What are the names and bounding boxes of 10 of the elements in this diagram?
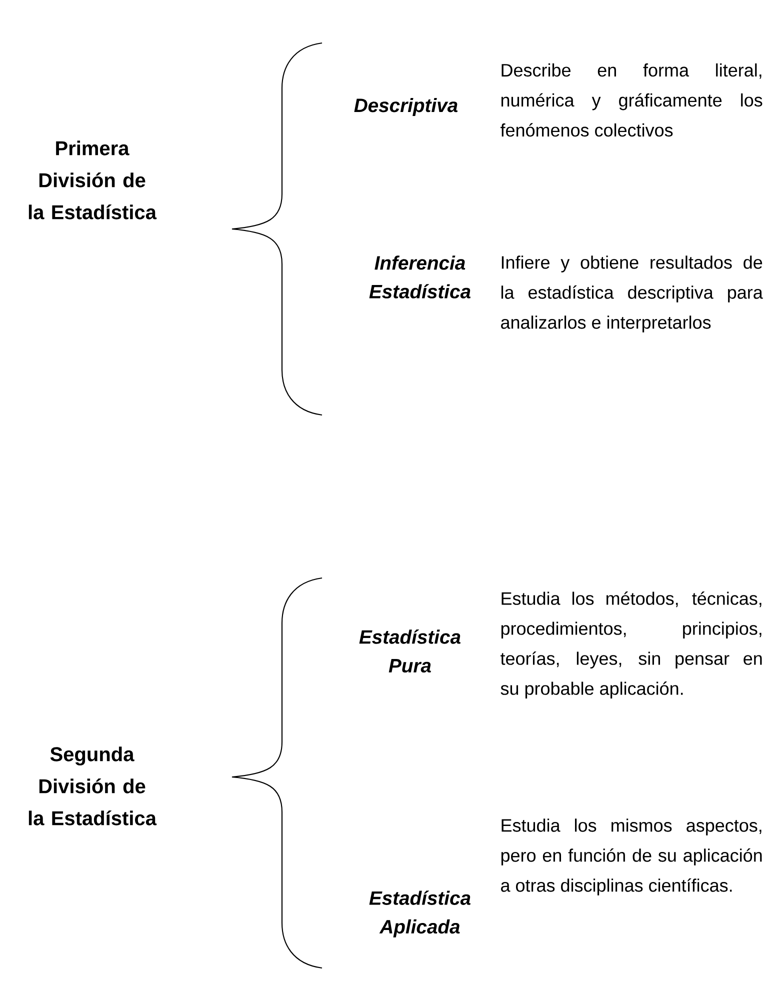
category-label: Descriptiva bbox=[354, 98, 458, 116]
description-text: Infiere y obtiene resultados de la estadística descriptiva para analizarlos e interpretarlos bbox=[501, 256, 763, 332]
category-label: Inferencia Estadística bbox=[369, 256, 470, 298]
description-text: Estudia los mismos aspectos, pero en función de su aplicación a otras disciplinas científicas. bbox=[501, 818, 762, 896]
category-label: Estadística Pura bbox=[359, 630, 460, 673]
heading-text: Primera División de la Estadística bbox=[28, 140, 157, 220]
category-label: Estadística Aplicada bbox=[369, 890, 470, 938]
heading-text: Segunda División de la Estadística bbox=[28, 746, 157, 826]
description-text: Estudia los métodos, técnicas, procedimientos, principios, teorías, leyes, sin pensar en su probable aplicación. bbox=[500, 592, 762, 698]
description-text: Describe en forma literal, numérica y gráficamente los fenómenos colectivos bbox=[500, 63, 762, 137]
